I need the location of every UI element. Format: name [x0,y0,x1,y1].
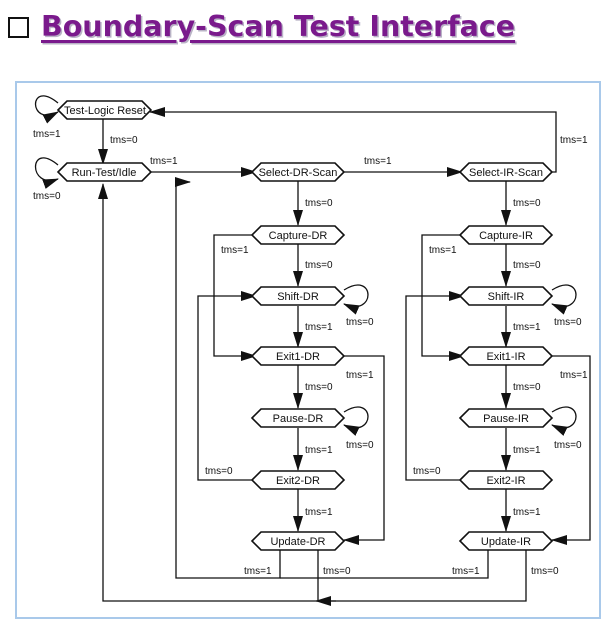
state-label-tlr: Test-Logic Reset [64,105,146,117]
state-shift-dr [250,286,346,306]
label-e1dr-pdr: tms=0 [305,382,333,393]
edge-tlr-self [34,95,59,124]
checkbox-bullet-icon [8,16,29,38]
edge-e1ir-uir [551,355,591,545]
label-udr-rti: tms=0 [323,566,351,577]
state-label-uir: Update-IR [481,536,531,548]
label-shdr-e1dr: tms=1 [305,322,333,333]
state-select-dr-scan [250,162,346,182]
label-pir-e2ir: tms=1 [513,445,541,456]
label-cdr-shdr: tms=0 [305,260,333,271]
label-e1ir-pir: tms=0 [513,382,541,393]
label-e1dr-udr: tms=1 [346,370,374,381]
state-shift-ir [458,286,554,306]
label-sir-cir: tms=0 [513,198,541,209]
state-exit1-dr [250,346,346,366]
state-exit2-ir [458,470,554,490]
state-label-pdr: Pause-DR [273,413,324,425]
edge-uir-rti [318,550,527,602]
state-capture-dr [250,225,346,245]
label-pdr-self: tms=0 [346,440,374,451]
state-exit2-dr [250,470,346,490]
page-title-text: Boundary-Scan Test Interface [41,9,516,43]
state-select-ir-scan [458,162,554,182]
label-uir-sdr: tms=1 [452,566,480,577]
label-pdr-e2dr: tms=1 [305,445,333,456]
state-label-e2dr: Exit2-DR [276,475,320,487]
label-sdr-sir: tms=1 [364,156,392,167]
edge-pir-self [551,406,577,436]
label-uir-rti: tms=0 [531,566,559,577]
label-tlr-self: tms=1 [33,129,61,140]
state-label-cdr: Capture-DR [269,230,328,242]
label-e2dr-udr: tms=1 [305,507,333,518]
state-update-dr [250,531,346,551]
label-shir-e1ir: tms=1 [513,322,541,333]
state-nodes [56,100,554,551]
state-capture-ir [458,225,554,245]
state-label-sdr: Select-DR-Scan [259,167,338,179]
label-rti-sdr: tms=1 [150,156,178,167]
edge-e2dr-shdr [197,291,257,481]
state-label-rti: Run-Test/Idle [72,167,137,179]
label-sir-tlr: tms=1 [560,135,588,146]
edge-shdr-self [343,284,369,315]
state-test-logic-reset [56,100,153,120]
state-label-e2ir: Exit2-IR [486,475,525,487]
edge-sir-tlr [149,107,557,173]
label-rti-self: tms=0 [33,191,61,202]
transition-labels: tms=1 tms=0 tms=0 tms=1 tms=1 tms=1 tms=… [33,129,588,577]
transition-edges [34,95,591,606]
state-update-ir [458,531,554,551]
label-tlr-rti: tms=0 [110,135,138,146]
state-run-test-idle [56,162,153,182]
edge-shir-self [551,284,577,315]
label-cir-shir: tms=0 [513,260,541,271]
state-label-cir: Capture-IR [479,230,533,242]
label-e2ir-uir: tms=1 [513,507,541,518]
label-e1ir-uir: tms=1 [560,370,588,381]
state-label-pir: Pause-IR [483,413,529,425]
page-title: Boundary-Scan Test Interface [8,6,515,46]
state-label-shdr: Shift-DR [277,291,319,303]
label-shir-self: tms=0 [554,317,582,328]
state-pause-ir [458,408,554,428]
state-labels: Test-Logic Reset Run-Test/Idle Select-DR… [64,105,543,548]
state-label-e1ir: Exit1-IR [486,351,525,363]
state-pause-dr [250,408,346,428]
label-udr-sdr: tms=1 [244,566,272,577]
label-sdr-cdr: tms=0 [305,198,333,209]
edge-udr-rti [98,183,319,602]
label-cir-e1ir: tms=1 [429,245,457,256]
edge-rti-self [34,157,59,189]
state-label-e1dr: Exit1-DR [276,351,320,363]
label-cdr-e1dr: tms=1 [221,245,249,256]
label-e2dr-shdr: tms=0 [205,466,233,477]
edge-e1dr-udr [343,355,385,545]
state-label-udr: Update-DR [270,536,325,548]
label-pir-self: tms=0 [554,440,582,451]
state-label-sir: Select-IR-Scan [469,167,543,179]
edge-e2ir-shir [405,291,465,481]
state-label-shir: Shift-IR [488,291,525,303]
label-shdr-self: tms=0 [346,317,374,328]
edge-pdr-self [343,406,369,436]
edge-uir-sdr [280,550,489,579]
label-e2ir-shir: tms=0 [413,466,441,477]
state-exit1-ir [458,346,554,366]
edge-udr-sdr [175,177,281,579]
